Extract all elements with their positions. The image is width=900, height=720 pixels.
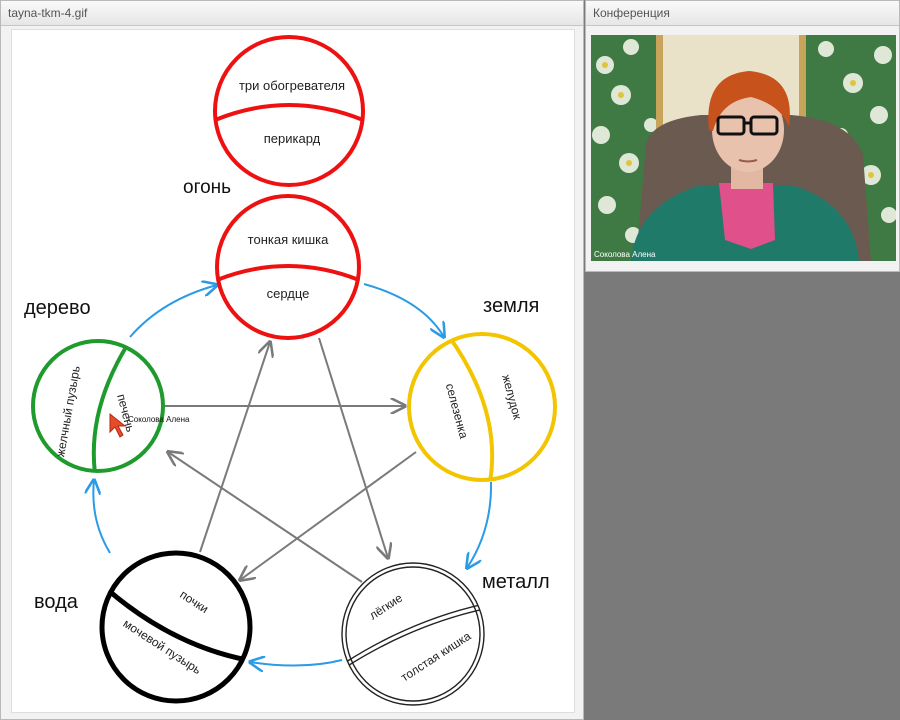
wood-label: дерево [24, 297, 91, 319]
arrow-fire-to-earth [363, 283, 444, 337]
small-intestine-label: тонкая кишка [248, 232, 329, 247]
arrow-water-to-wood [93, 480, 111, 554]
generating-cycle [93, 283, 493, 666]
metal-label: металл [482, 571, 550, 593]
arrow-earth-to-metal [467, 481, 493, 568]
water-label: вода [34, 591, 79, 613]
fire-label: огонь [183, 177, 231, 198]
participant-name: Соколова Алена [594, 250, 656, 259]
arrow-fire-to-metal [318, 337, 388, 558]
video-frame [591, 35, 896, 261]
participant-video[interactable]: Соколова Алена [591, 35, 896, 261]
wood-circle: желчный пузырь печень [31, 339, 165, 473]
conference-panel: Конференция [585, 0, 900, 272]
arrow-wood-to-fire [129, 285, 217, 338]
water-circle: почки мочевой пузырь [99, 550, 253, 704]
remote-pointer: Соколова Алена [109, 412, 190, 438]
pericardium-label: перикард [264, 131, 321, 146]
arrow-metal-to-wood [168, 452, 363, 583]
earth-circle: селезенка желудок [407, 332, 557, 482]
fire-main-circle: тонкая кишка сердце [215, 194, 361, 340]
pointer-label: Соколова Алена [128, 415, 190, 424]
conference-title: Конференция [586, 1, 899, 26]
heart-label: сердце [267, 286, 310, 301]
earth-label: земля [483, 295, 539, 317]
arrow-earth-to-water [240, 451, 417, 580]
arrow-metal-to-water [250, 660, 343, 666]
five-elements-diagram: три обогревателя перикард тонкая кишка с… [24, 35, 557, 706]
diagram-canvas: три обогревателя перикард тонкая кишка с… [11, 29, 575, 713]
triple-heater-label: три обогревателя [239, 78, 345, 93]
controlling-cycle [164, 337, 417, 583]
metal-circle: лёгкие толстая кишка [341, 562, 485, 706]
file-viewer-title: tayna-tkm-4.gif [1, 1, 583, 26]
pointer-cursor-icon [109, 412, 127, 438]
arrow-water-to-fire [199, 342, 270, 553]
fire-outer-circle: три обогревателя перикард [213, 35, 365, 187]
file-viewer-panel: tayna-tkm-4.gif [0, 0, 584, 720]
